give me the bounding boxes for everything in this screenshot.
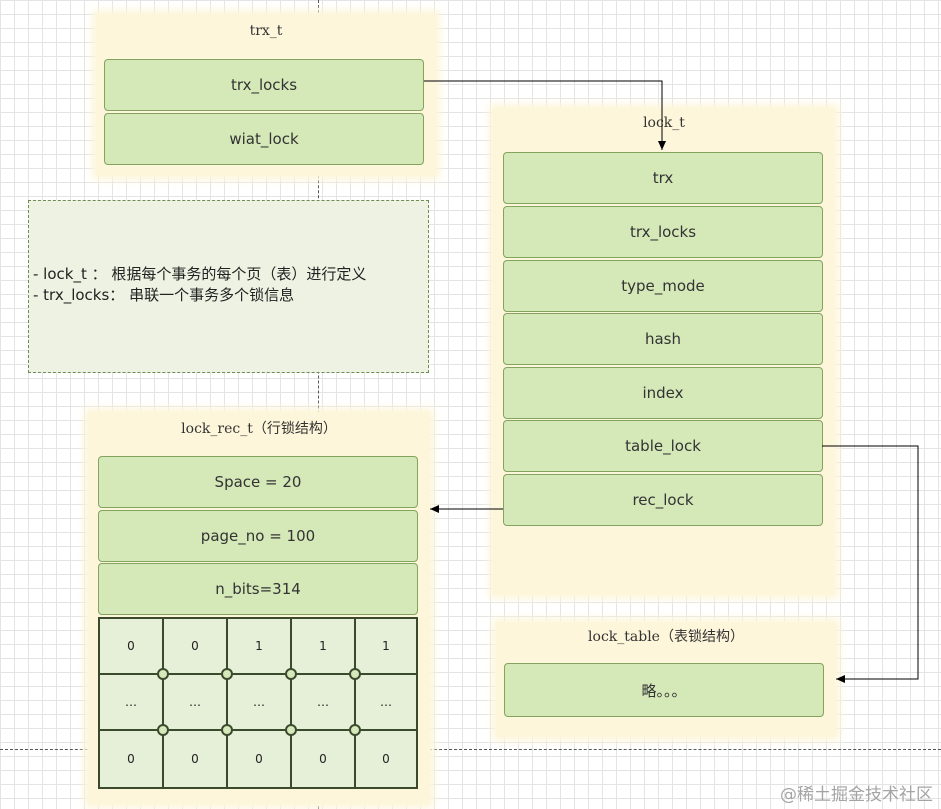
lock-t-title: lock_t [643, 115, 685, 131]
grid-junction-dot [285, 668, 297, 680]
bitmap-cell: … [164, 675, 228, 731]
lock-rec-t-field-page-no[interactable]: page_no = 100 [98, 510, 418, 562]
bitmap-cell: 0 [100, 619, 164, 675]
guide-line-horizontal [0, 749, 941, 750]
arrow-trx-locks-to-lock-t [424, 80, 666, 150]
lock-t-field-type-mode[interactable]: type_mode [503, 260, 823, 312]
grid-junction-dot [157, 724, 169, 736]
trx-t-title: trx_t [249, 23, 283, 39]
lock-rec-t-field-space[interactable]: Space = 20 [98, 456, 418, 508]
grid-junction-dot [221, 668, 233, 680]
bitmap-cell: 0 [228, 731, 292, 787]
lock-table-container: lock_table（表锁结构） 略。。。 [496, 622, 836, 737]
bitmap-cell: 0 [164, 731, 228, 787]
lock-t-field-table-lock[interactable]: table_lock [503, 420, 823, 472]
lock-rec-t-title: lock_rec_t（行锁结构） [181, 421, 337, 437]
lock-rec-t-container: lock_rec_t（行锁结构） Space = 20 page_no = 10… [88, 412, 430, 804]
grid-junction-dot [349, 668, 361, 680]
lock-t-field-rec-lock[interactable]: rec_lock [503, 474, 823, 526]
bitmap-cell: 0 [382, 752, 390, 766]
bitmap-cell: … [292, 675, 356, 731]
lock-rec-t-field-n-bits[interactable]: n_bits=314 [98, 563, 418, 615]
bitmap-cell: 1 [356, 619, 416, 675]
lock-table-title: lock_table（表锁结构） [588, 629, 744, 645]
arrow-table-lock-to-lock-table [822, 445, 919, 683]
grid-junction-dot [157, 668, 169, 680]
lock-t-field-trx[interactable]: trx [503, 152, 823, 204]
lock-t-container: lock_t trx trx_locks type_mode hash inde… [493, 108, 835, 595]
lock-bitmap-grid: 0 0 1 1 1 … … … … … 0 0 0 0 0 [98, 617, 418, 789]
note-line-lock-t: - lock_t ： 根据每个事务的每个页（表）进行定义 [33, 265, 367, 283]
bitmap-cell: … [356, 675, 416, 731]
watermark: @稀土掘金技术社区 [780, 785, 933, 805]
bitmap-cell: 0 [292, 731, 356, 787]
guide-line-vertical [318, 0, 319, 809]
trx-t-container: trx_t trx_locks wiat_lock [96, 14, 436, 176]
trx-t-field-wiat-lock[interactable]: wiat_lock [104, 113, 424, 165]
bitmap-cell: 0 [164, 619, 228, 675]
grid-junction-dot [221, 724, 233, 736]
lock-t-field-trx-locks[interactable]: trx_locks [503, 206, 823, 258]
bitmap-cell: 1 [228, 619, 292, 675]
bitmap-cell: 0 [100, 731, 164, 787]
bitmap-cell: 1 [292, 619, 356, 675]
lock-table-field-omitted[interactable]: 略。。。 [504, 663, 824, 717]
lock-t-field-hash[interactable]: hash [503, 313, 823, 365]
note-line-trx-locks: - trx_locks： 串联一个事务多个锁信息 [33, 286, 295, 304]
bitmap-cell: … [228, 675, 292, 731]
grid-junction-dot [349, 724, 361, 736]
lock-t-field-index[interactable]: index [503, 367, 823, 419]
description-note: - lock_t ： 根据每个事务的每个页（表）进行定义 - trx_locks… [28, 200, 429, 373]
trx-t-field-trx-locks[interactable]: trx_locks [104, 59, 424, 111]
bitmap-cell: … [100, 675, 164, 731]
grid-junction-dot [285, 724, 297, 736]
